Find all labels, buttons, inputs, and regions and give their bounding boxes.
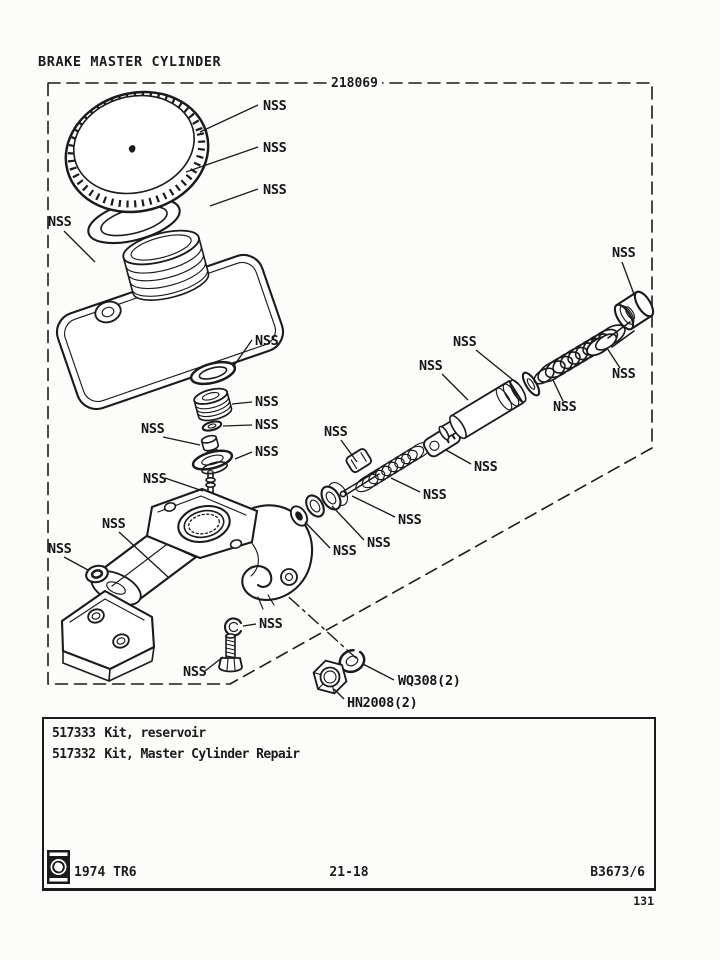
leader-line xyxy=(164,477,204,492)
seal-cup xyxy=(191,449,234,475)
page-title: BRAKE MASTER CYLINDER xyxy=(38,54,222,70)
tank-vent-hole xyxy=(94,300,122,324)
callout-label: HN2008(2) xyxy=(347,695,417,711)
leader-line xyxy=(118,531,169,578)
leader-line xyxy=(63,230,96,263)
plate-reference: B3673/6 xyxy=(590,865,645,880)
callout-label: NSS xyxy=(398,512,422,528)
piston xyxy=(438,379,527,441)
callout-label: NSS xyxy=(423,487,447,503)
reservoir-cap xyxy=(64,90,210,214)
leader-line xyxy=(304,521,331,549)
callout-label: WQ308(2) xyxy=(398,673,461,689)
model-year: 1974 TR6 xyxy=(74,865,137,880)
leader-line xyxy=(441,373,469,401)
hex-nut xyxy=(312,659,348,695)
callout-label: NSS xyxy=(333,543,357,559)
callout-label: NSS xyxy=(259,616,283,632)
table-row: 517333 Kit, reservoir xyxy=(52,723,654,744)
leader-line xyxy=(204,656,224,672)
callout-label: NSS xyxy=(612,366,636,382)
plug-washer xyxy=(201,420,223,432)
callout-label: NSS xyxy=(263,182,287,198)
callout-label: NSS xyxy=(612,245,636,261)
parts-table: 517333 Kit, reservoir 517332 Kit, Master C… xyxy=(42,717,656,891)
leader-line xyxy=(351,495,396,518)
leader-line xyxy=(209,188,259,207)
callout-label: NSS xyxy=(553,399,577,415)
callout-label: NSS xyxy=(367,535,391,551)
callout-label: NSS xyxy=(263,140,287,156)
part-description: Kit, Master Cylinder Repair xyxy=(104,747,300,762)
kit-boundary xyxy=(47,82,653,685)
callout-label: NSS xyxy=(143,471,167,487)
callout-label: NSS xyxy=(474,459,498,475)
reservoir-neck xyxy=(122,229,210,301)
callout-label: NSS xyxy=(141,421,165,437)
secondary-seal xyxy=(289,505,309,527)
leader-line xyxy=(234,451,253,460)
cylinder-body xyxy=(60,487,314,682)
leader-line xyxy=(475,349,519,385)
leader-line xyxy=(445,449,472,465)
filler-plug xyxy=(193,387,233,422)
page-number: 131 xyxy=(633,894,654,908)
british-leyland-logo-icon xyxy=(47,850,70,884)
callout-label: NSS xyxy=(102,516,126,532)
callout-label: NSS xyxy=(48,214,72,230)
callout-label: NSS xyxy=(255,333,279,349)
leader-line xyxy=(63,556,89,571)
leader-line xyxy=(333,688,345,700)
leader-line xyxy=(606,347,621,369)
leader-line xyxy=(331,505,365,541)
callout-label: NSS xyxy=(255,444,279,460)
callout-label: NSS xyxy=(419,358,443,374)
leader-line xyxy=(242,623,257,627)
callout-label: NSS xyxy=(255,417,279,433)
part-number: 517332 xyxy=(52,747,96,762)
piston-assembly xyxy=(289,290,655,527)
grommet xyxy=(85,564,109,584)
callout-label: NSS xyxy=(453,334,477,350)
lock-washer-clip xyxy=(224,617,243,637)
footer: 1974 TR6 21-18 B3673/6 xyxy=(44,848,654,888)
table-row: 517332 Kit, Master Cylinder Repair xyxy=(52,744,654,765)
leader-line xyxy=(552,379,564,402)
leader-line xyxy=(232,339,253,368)
leader-line xyxy=(222,424,253,427)
leader-line xyxy=(362,663,395,681)
leader-line xyxy=(390,477,421,493)
shim-washer xyxy=(305,494,325,518)
return-spring xyxy=(355,441,431,493)
assembly-number-label: 218069 xyxy=(327,76,382,91)
leader-line xyxy=(621,261,636,298)
leader-line xyxy=(340,439,358,463)
part-number: 517333 xyxy=(52,726,96,741)
mounting-bolt xyxy=(218,633,243,673)
callout-label: NSS xyxy=(48,541,72,557)
callout-label: NSS xyxy=(183,664,207,680)
gasket-ring xyxy=(189,360,237,386)
leader-line xyxy=(231,401,253,405)
section-page-number: 21-18 xyxy=(329,865,369,880)
callout-label: NSS xyxy=(255,394,279,410)
leader-line xyxy=(185,146,259,173)
leader-line xyxy=(162,436,201,446)
push-rod xyxy=(586,321,635,357)
callout-label: NSS xyxy=(324,424,348,440)
part-description: Kit, reservoir xyxy=(104,726,206,741)
callout-label: NSS xyxy=(263,98,287,114)
leader-line xyxy=(199,104,259,133)
